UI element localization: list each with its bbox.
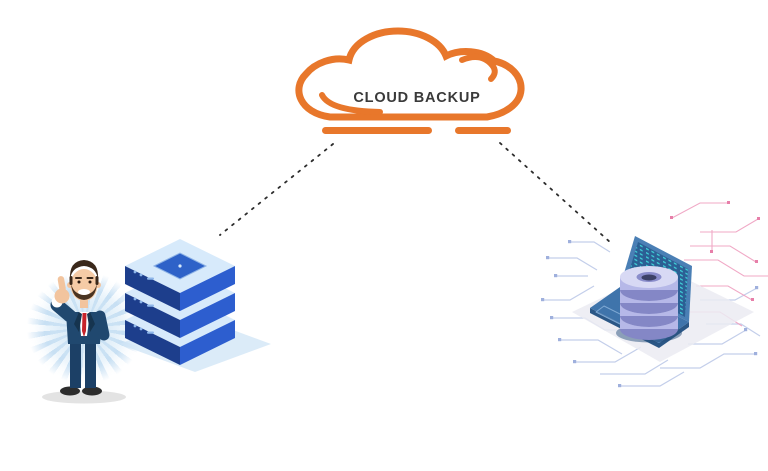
thumbs-up-hand: [54, 276, 70, 304]
red-tie: [82, 313, 87, 337]
connector-cloud-to-workstation: [499, 142, 612, 244]
circuit-nodes-blue: [541, 240, 759, 388]
isometric-server-stack-icon: [125, 239, 235, 365]
connector-server-to-cloud: [219, 143, 334, 236]
thumbs-up-businessman-illustration: [42, 260, 126, 404]
cloud-node: CLOUD BACKUP: [295, 27, 525, 134]
hair: [69, 260, 99, 279]
circuit-nodes-pink: [670, 201, 760, 301]
cloud-underline-bars: [322, 127, 511, 134]
cloud-outline-icon: [295, 27, 525, 121]
beard: [71, 283, 97, 300]
database-stack-icon: [616, 266, 682, 343]
server-stack-node: [119, 239, 271, 372]
workstation-node: [541, 201, 768, 388]
cloud-label: CLOUD BACKUP: [353, 90, 480, 106]
